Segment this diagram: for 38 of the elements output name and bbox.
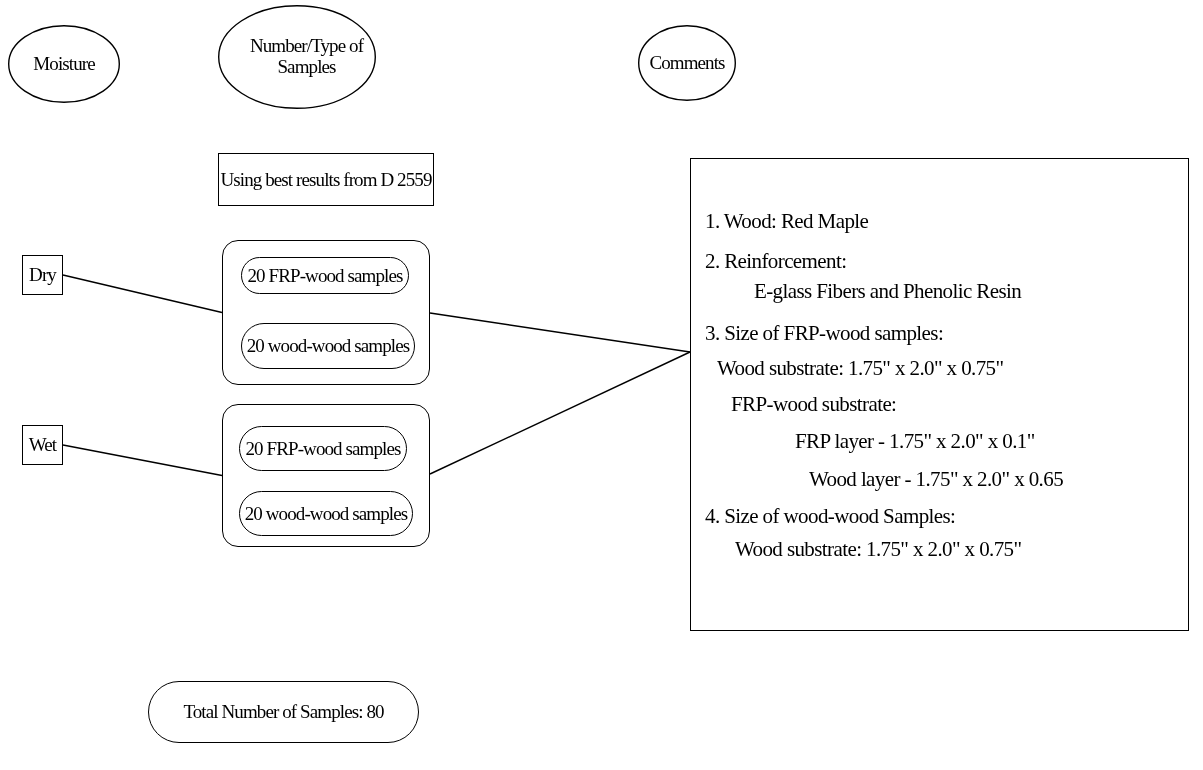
- node-label: Using best results from D 2559: [219, 169, 433, 190]
- sample-pill: [241, 257, 409, 294]
- node-label: 20 FRP-wood samples: [246, 265, 404, 286]
- node-label: 20 wood-wood samples: [245, 335, 411, 357]
- group-box: [222, 404, 430, 547]
- process-box: [22, 255, 63, 295]
- node-label: Moisture: [32, 53, 96, 75]
- node-label: Number/Type of Samples: [248, 36, 365, 78]
- node-label: 20 FRP-wood samples: [244, 438, 402, 459]
- comment-text: Wood substrate: 1.75" x 2.0" x 0.75": [735, 538, 1022, 562]
- node-label: Dry: [28, 264, 58, 286]
- sample-pill: [241, 323, 415, 369]
- ellipse-label: [8, 25, 120, 103]
- comment-text: 1. Wood: Red Maple: [705, 210, 869, 234]
- connector-line: [62, 444, 223, 477]
- ellipse-label: [638, 25, 736, 101]
- comment-text: Wood layer - 1.75" x 2.0" x 0.65: [809, 468, 1064, 492]
- group-box: [222, 240, 430, 385]
- comment-text: E-glass Fibers and Phenolic Resin: [754, 280, 1022, 304]
- connector-line: [62, 274, 223, 314]
- node-label: Wet: [27, 434, 58, 456]
- comments-box: [690, 158, 1189, 631]
- comment-text: 4. Size of wood-wood Samples:: [705, 505, 956, 529]
- sample-pill: [239, 491, 413, 536]
- process-box: [218, 153, 434, 206]
- process-box: [22, 425, 63, 465]
- node-label: Comments: [648, 52, 726, 74]
- ellipse-label: [218, 5, 376, 109]
- comment-text: FRP layer - 1.75" x 2.0" x 0.1": [795, 430, 1035, 454]
- comment-text: 3. Size of FRP-wood samples:: [705, 322, 944, 346]
- comment-text: FRP-wood substrate:: [731, 393, 897, 417]
- connector-line: [429, 351, 691, 475]
- node-label: Total Number of Samples: 80: [182, 701, 385, 723]
- connector-line: [429, 312, 691, 353]
- node-label: 20 wood-wood samples: [243, 503, 409, 524]
- sample-pill: [239, 426, 407, 471]
- comment-text: 2. Reinforcement:: [705, 250, 847, 274]
- comment-text: Wood substrate: 1.75" x 2.0" x 0.75": [717, 357, 1004, 381]
